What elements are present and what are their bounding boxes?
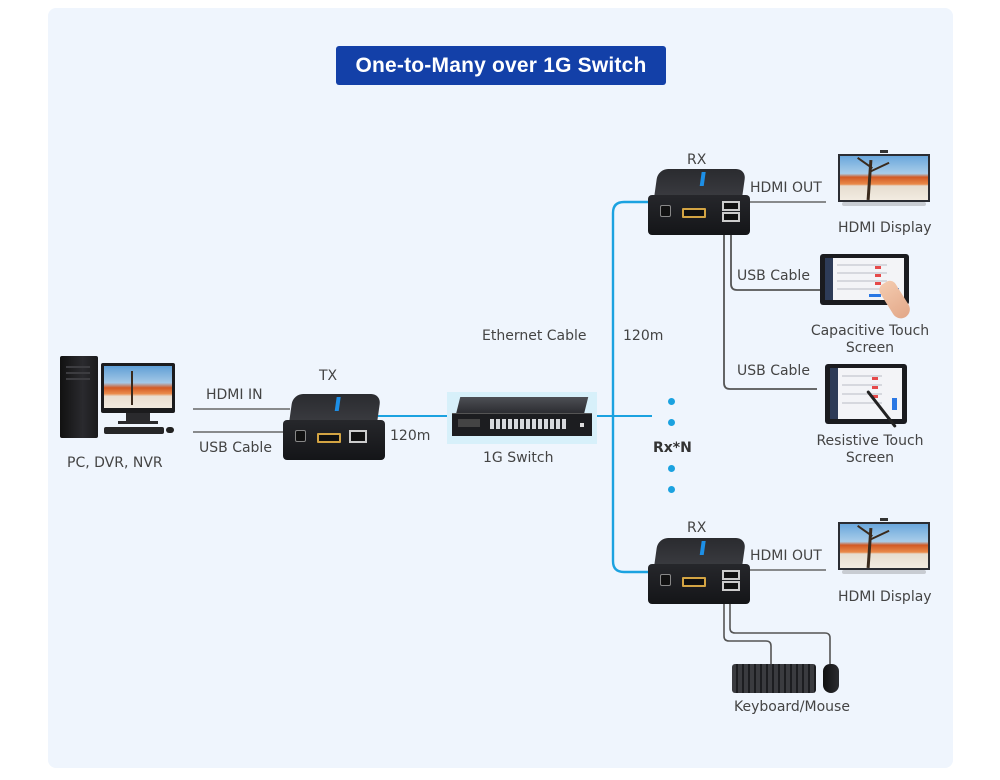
hdmi-display-icon-bottom bbox=[838, 518, 930, 578]
diagram-title: One-to-Many over 1G Switch bbox=[336, 46, 666, 85]
ellipsis-dot bbox=[668, 486, 675, 493]
tx-distance-label: 120m bbox=[390, 428, 431, 444]
diagram-panel bbox=[48, 8, 953, 768]
switch-label: 1G Switch bbox=[483, 450, 554, 466]
rx-extender-device-top bbox=[648, 169, 753, 237]
source-label: PC, DVR, NVR bbox=[67, 455, 163, 471]
usb-cable-resistive bbox=[723, 234, 817, 390]
ethernet-cable-label: Ethernet Cable bbox=[482, 328, 587, 344]
usb-cable-capacitive bbox=[730, 234, 820, 291]
resistive-touch-label-line2: Screen bbox=[845, 450, 895, 466]
usb-cable-label-resistive: USB Cable bbox=[737, 363, 810, 379]
ellipsis-dot bbox=[668, 419, 675, 426]
usb-cable-label-tx: USB Cable bbox=[199, 440, 272, 456]
mouse-icon bbox=[823, 664, 839, 693]
hdmi-display-icon-top bbox=[838, 150, 930, 210]
capacitive-touch-screen-icon bbox=[820, 254, 909, 305]
hdmi-out-label-top: HDMI OUT bbox=[750, 180, 822, 196]
ellipsis-dot bbox=[668, 398, 675, 405]
usb-cable-label-capacitive: USB Cable bbox=[737, 268, 810, 284]
pc-mouse-icon bbox=[166, 427, 174, 433]
hdmi-out-label-bottom: HDMI OUT bbox=[750, 548, 822, 564]
keyboard-cable bbox=[723, 603, 772, 664]
rx-n-label: Rx*N bbox=[653, 440, 692, 456]
mouse-cable bbox=[729, 603, 831, 664]
resistive-touch-screen-icon bbox=[825, 364, 907, 424]
tx-label: TX bbox=[319, 368, 338, 384]
pc-monitor-icon bbox=[101, 363, 175, 413]
capacitive-touch-label-line1: Capacitive Touch bbox=[810, 323, 930, 339]
keyboard-mouse-label: Keyboard/Mouse bbox=[734, 699, 850, 715]
rx-bottom-label: RX bbox=[687, 520, 707, 536]
rx-top-label: RX bbox=[687, 152, 707, 168]
resistive-touch-label-line1: Resistive Touch bbox=[816, 433, 924, 449]
tx-extender-device bbox=[283, 394, 388, 462]
ethernet-distance-label: 120m bbox=[623, 328, 664, 344]
ethernet-trunk bbox=[611, 200, 650, 574]
pc-tower-icon bbox=[60, 356, 98, 438]
pc-keyboard-icon bbox=[104, 427, 164, 434]
hdmi-display-label-top: HDMI Display bbox=[838, 220, 932, 236]
hdmi-in-label: HDMI IN bbox=[206, 387, 263, 403]
ellipsis-dot bbox=[668, 465, 675, 472]
rx-extender-device-bottom bbox=[648, 538, 753, 606]
keyboard-icon bbox=[732, 664, 816, 693]
network-switch-icon bbox=[452, 397, 592, 439]
capacitive-touch-label-line2: Screen bbox=[845, 340, 895, 356]
hdmi-display-label-bottom: HDMI Display bbox=[838, 589, 932, 605]
